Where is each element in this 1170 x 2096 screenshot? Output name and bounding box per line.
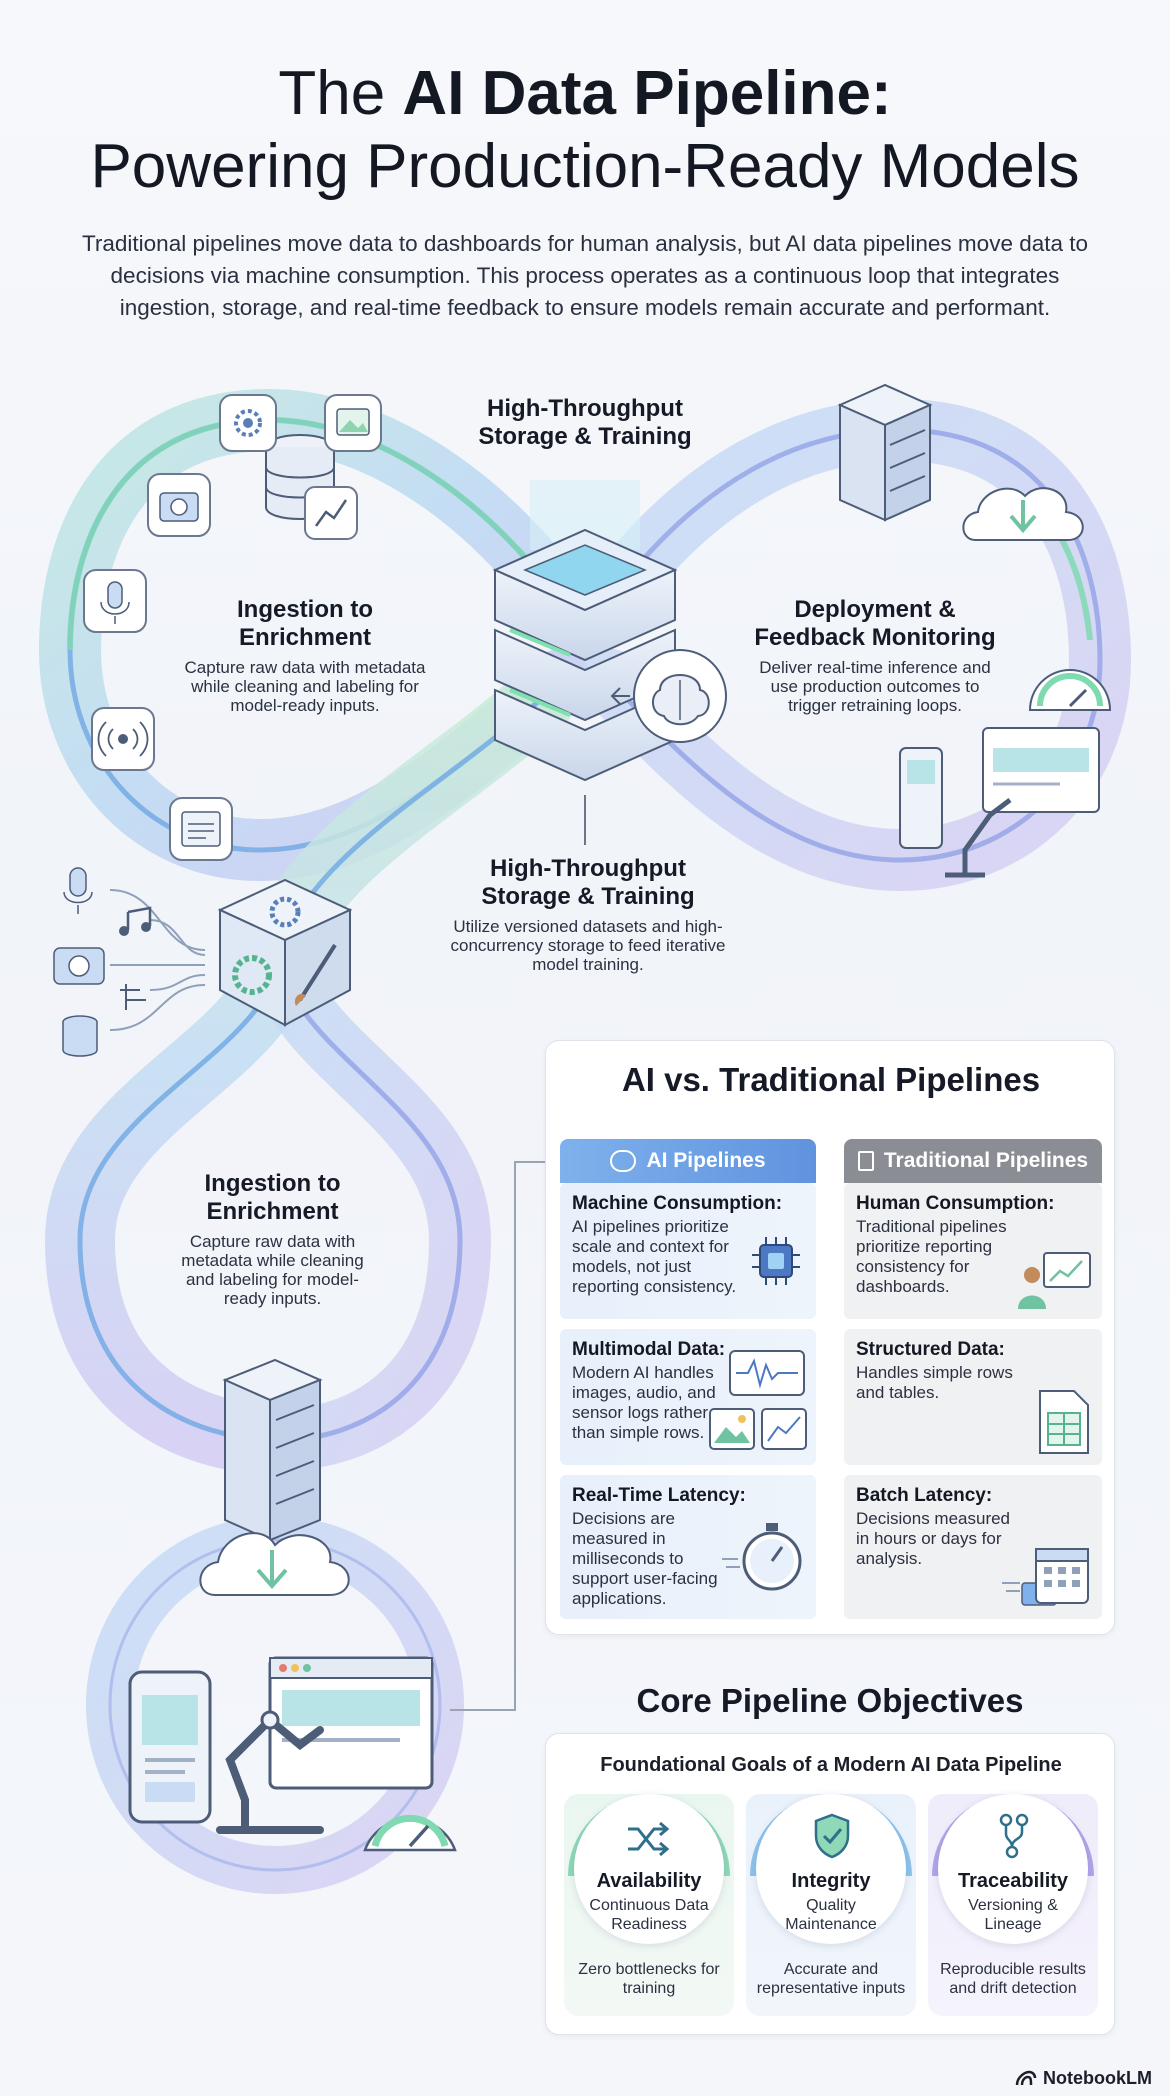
- comparison-panel: AI vs. Traditional Pipelines AI Pipeline…: [545, 1040, 1115, 1635]
- availability-circle: [574, 1794, 724, 1944]
- image-icon: [324, 394, 382, 452]
- database-icon-small: [62, 1015, 98, 1057]
- deployment-illustration-top: [899, 727, 1100, 878]
- integrity-foot: Accurate and representative inputs: [756, 1961, 906, 1997]
- microphone-icon-small: [63, 867, 93, 914]
- integrity-name: Integrity: [791, 1870, 871, 1892]
- objective-availability: Availability Continuous Data Readiness Z…: [564, 1794, 734, 2016]
- availability-sub: Continuous Data Readiness: [589, 1897, 709, 1933]
- comparison-title: AI vs. Traditional Pipelines: [621, 1061, 1041, 1098]
- trad-row-2-text: Handles simple rows and tables.: [856, 1363, 1013, 1402]
- trad-row-3: Batch Latency: Decisions measured in hou…: [844, 1475, 1102, 1619]
- traditional-pipelines-header: Traditional Pipelines: [844, 1139, 1102, 1183]
- branch-icon: [999, 1813, 1029, 1859]
- calendar-icon: [1002, 1548, 1089, 1606]
- ai-row-2: Multimodal Data: Modern AI handles image…: [560, 1329, 816, 1465]
- camera-icon: [147, 473, 211, 537]
- lower-loop-heading: Ingestion to Enrichment: [204, 1170, 341, 1225]
- camera-icon-small: [53, 947, 105, 985]
- objective-integrity: Integrity Quality Maintenance Accurate a…: [746, 1794, 916, 2016]
- document-icon-small: [857, 1151, 874, 1171]
- objective-traceability: Traceability Versioning & Lineage Reprod…: [928, 1794, 1098, 2016]
- trad-row-3-text: Decisions measured in hours or days for …: [856, 1509, 1011, 1568]
- cloud-download-icon-lower: [199, 1532, 350, 1596]
- intro-paragraph: Traditional pipelines move data to dashb…: [81, 231, 1089, 320]
- shield-check-icon: [814, 1813, 850, 1859]
- brain-icon-small: [610, 1150, 637, 1172]
- left-loop-text: Capture raw data with metadata while cle…: [184, 658, 426, 715]
- objectives-subtitle: Foundational Goals of a Modern AI Data P…: [600, 1754, 1062, 1776]
- footer-brand-label: NotebookLM: [1043, 2067, 1152, 2088]
- pipeline-loop-diagram: [38, 383, 1132, 1894]
- document-window-icon: [169, 797, 233, 861]
- ai-row-1-title: Machine Consumption:: [572, 1193, 783, 1214]
- center-heading: High-Throughput Storage & Training: [481, 855, 695, 910]
- label-center: High-Throughput Storage & Training Utili…: [448, 855, 728, 974]
- lower-loop-text: Capture raw data with metadata while cle…: [181, 1232, 364, 1308]
- title-plain: The: [278, 59, 403, 128]
- center-text: Utilize versioned datasets and high-conc…: [450, 917, 726, 974]
- stopwatch-icon: [722, 1523, 802, 1591]
- trad-row-1-title: Human Consumption:: [856, 1193, 1055, 1214]
- label-left-loop: Ingestion to Enrichment Capture raw data…: [170, 596, 440, 715]
- ai-head-label: AI Pipelines: [646, 1149, 766, 1172]
- trad-row-2-title: Structured Data:: [856, 1339, 1005, 1360]
- music-note-icon: [119, 906, 152, 936]
- notebooklm-logo-icon: [1015, 2070, 1037, 2086]
- trend-chart-icon: [304, 486, 358, 540]
- sensor-icon: [120, 984, 146, 1010]
- traceability-name: Traceability: [957, 1870, 1069, 1892]
- chip-icon: [752, 1237, 800, 1285]
- trad-row-1: Human Consumption: Traditional pipelines…: [844, 1183, 1102, 1319]
- central-server-stack: [492, 480, 678, 782]
- traceability-sub: Versioning & Lineage: [968, 1897, 1058, 1933]
- ai-row-3: Real-Time Latency: Decisions are measure…: [560, 1475, 816, 1619]
- gauge-icon-top: [1028, 669, 1112, 711]
- server-tower-lower: [222, 1358, 323, 1542]
- person-dashboard-icon: [1018, 1252, 1091, 1309]
- connector-line: [450, 1161, 545, 1711]
- label-lower-loop: Ingestion to Enrichment Capture raw data…: [165, 1170, 380, 1308]
- label-top-heading: High-Throughput Storage & Training: [478, 395, 692, 450]
- objectives-title: Core Pipeline Objectives: [636, 1682, 1024, 1719]
- ai-row-2-text: Modern AI handles images, audio, and sen…: [572, 1363, 716, 1442]
- availability-name: Availability: [596, 1870, 702, 1892]
- left-loop-heading: Ingestion to Enrichment: [237, 596, 373, 651]
- label-right-loop: Deployment & Feedback Monitoring Deliver…: [745, 596, 1005, 715]
- spreadsheet-icon: [1039, 1390, 1089, 1454]
- input-arrows: [109, 889, 206, 1031]
- page-title-line2: Powering Production-Ready Models: [90, 132, 1080, 201]
- title-bold: AI Data Pipeline:: [402, 59, 892, 128]
- trad-row-2: Structured Data: Handles simple rows and…: [844, 1329, 1102, 1465]
- cloud-download-icon: [962, 487, 1084, 541]
- ai-row-1: Machine Consumption: AI pipelines priori…: [560, 1183, 816, 1319]
- multimodal-icons: [709, 1350, 807, 1450]
- availability-foot: Zero bottlenecks for training: [578, 1961, 720, 1997]
- objectives-panel: Foundational Goals of a Modern AI Data P…: [545, 1733, 1115, 2035]
- ai-row-1-text: AI pipelines prioritize scale and contex…: [572, 1217, 737, 1296]
- ai-row-2-title: Multimodal Data:: [572, 1339, 726, 1360]
- traceability-circle: [938, 1794, 1088, 1944]
- trad-row-3-title: Batch Latency:: [856, 1485, 993, 1506]
- gear-paintbrush-cube: [217, 878, 353, 1027]
- microphone-icon: [83, 569, 147, 633]
- right-loop-text: Deliver real-time inference and use prod…: [759, 658, 991, 715]
- traceability-foot: Reproducible results and drift detection: [940, 1961, 1086, 1997]
- right-loop-heading: Deployment & Feedback Monitoring: [754, 596, 996, 651]
- page-title-line1: The AI Data Pipeline:: [0, 60, 1170, 128]
- ai-pipelines-header: AI Pipelines: [560, 1139, 816, 1183]
- broadcast-icon: [91, 707, 155, 771]
- ai-row-3-text: Decisions are measured in milliseconds t…: [572, 1509, 718, 1608]
- server-rack-icon: [837, 383, 933, 522]
- gear-icon: [219, 394, 277, 452]
- trad-head-label: Traditional Pipelines: [883, 1149, 1089, 1172]
- shuffle-icon: [628, 1821, 670, 1857]
- integrity-sub: Quality Maintenance: [785, 1897, 877, 1933]
- deployment-illustration-lower: [128, 1656, 457, 1852]
- ai-row-3-title: Real-Time Latency:: [572, 1485, 746, 1506]
- footer-brand: NotebookLM: [1015, 2066, 1152, 2090]
- brain-icon: [610, 649, 727, 743]
- trad-row-1-text: Traditional pipelines prioritize reporti…: [856, 1217, 1007, 1296]
